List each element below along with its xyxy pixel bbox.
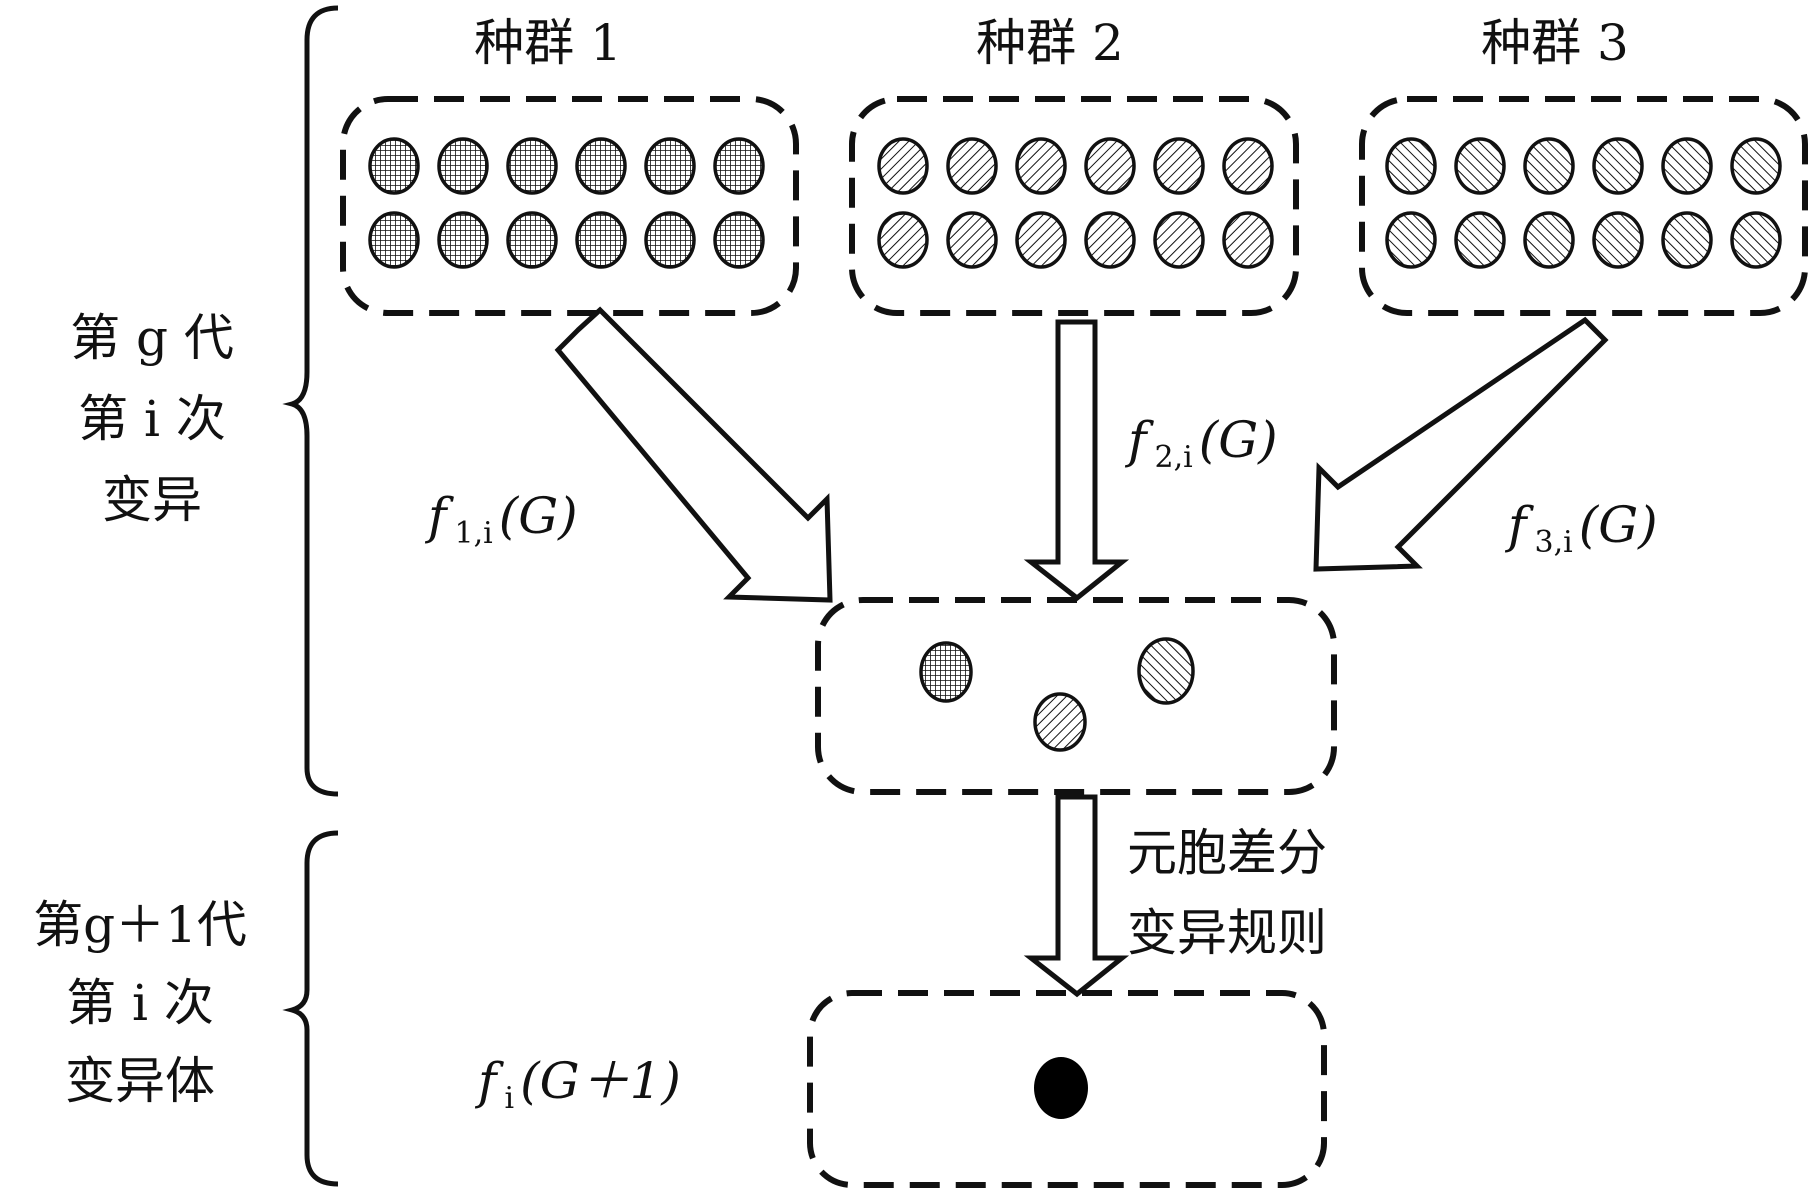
population-2-individual bbox=[1222, 211, 1274, 269]
gen-g1-line-2: 第 i 次 bbox=[66, 974, 214, 1032]
population-1-box bbox=[340, 96, 799, 316]
population-2-individual bbox=[1153, 137, 1205, 195]
population-2-individual bbox=[1015, 211, 1067, 269]
population-3-individual bbox=[1523, 211, 1575, 269]
population-1-individual bbox=[644, 211, 696, 269]
gen-g1-line-1: 第g＋1代 bbox=[33, 896, 247, 954]
result-label-sub: i bbox=[505, 1081, 515, 1116]
population-1-individual bbox=[713, 211, 765, 269]
population-1-individual bbox=[575, 137, 627, 195]
population-3-individual bbox=[1730, 137, 1782, 195]
population-1-individual bbox=[368, 211, 420, 269]
rule-label-line-1: 元胞差分 bbox=[1127, 824, 1327, 882]
population-3-individual bbox=[1385, 137, 1437, 195]
population-3-individual bbox=[1454, 137, 1506, 195]
population-2-individuals bbox=[877, 137, 1274, 269]
result-box bbox=[807, 990, 1327, 1188]
population-2-individual bbox=[1153, 211, 1205, 269]
selected-individuals-box bbox=[815, 597, 1337, 795]
population-1-individual bbox=[713, 137, 765, 195]
population-3-individual bbox=[1592, 211, 1644, 269]
gen-g-line-2: 第 i 次 bbox=[78, 390, 226, 448]
population-2-box bbox=[849, 96, 1299, 316]
population-3-individuals bbox=[1385, 137, 1782, 269]
arrow-population-3 bbox=[1313, 316, 1609, 572]
population-3-individual bbox=[1454, 211, 1506, 269]
population-3-individual bbox=[1730, 211, 1782, 269]
mutant-individual bbox=[1034, 1057, 1088, 1119]
arrow-population-1 bbox=[554, 306, 833, 603]
gen-g1-line-3: 变异体 bbox=[65, 1052, 215, 1110]
result-label-f: f bbox=[474, 1052, 504, 1110]
label-f3i-sub: 3,i bbox=[1535, 525, 1573, 560]
population-2-individual bbox=[1015, 137, 1067, 195]
population-2-title: 种群 2 bbox=[976, 14, 1124, 72]
population-3-title: 种群 3 bbox=[1481, 14, 1629, 72]
selected-individual-pop1 bbox=[919, 641, 973, 703]
population-1-individual bbox=[644, 137, 696, 195]
population-1-individual bbox=[506, 137, 558, 195]
gen-g-line-1: 第 g 代 bbox=[70, 309, 234, 367]
population-2-individual bbox=[946, 137, 998, 195]
arrow-population-2 bbox=[1023, 319, 1130, 602]
gen-g-line-3: 变异 bbox=[102, 471, 202, 529]
population-3-individual bbox=[1523, 137, 1575, 195]
population-3-individual bbox=[1661, 211, 1713, 269]
population-2-individual bbox=[1084, 137, 1136, 195]
population-1-individual bbox=[506, 211, 558, 269]
label-f2i-f: f bbox=[1124, 411, 1154, 469]
population-1-individual bbox=[575, 211, 627, 269]
selected-individual-pop3 bbox=[1137, 637, 1195, 705]
label-f1i-sub: 1,i bbox=[455, 516, 493, 551]
population-1-individuals bbox=[368, 137, 765, 269]
label-f2i-arg: (G) bbox=[1199, 411, 1278, 469]
population-1-individual bbox=[437, 211, 489, 269]
population-2-individual bbox=[877, 211, 929, 269]
population-1-title: 种群 1 bbox=[474, 14, 622, 72]
label-f1i-arg: (G) bbox=[499, 487, 578, 545]
population-1-individual bbox=[437, 137, 489, 195]
population-3-individual bbox=[1592, 137, 1644, 195]
brace-generation-g bbox=[282, 5, 339, 797]
population-3-individual bbox=[1385, 211, 1437, 269]
population-2-individual bbox=[946, 211, 998, 269]
population-1-individual bbox=[368, 137, 420, 195]
label-f1i-f: f bbox=[424, 487, 454, 545]
arrow-mutation-rule bbox=[1023, 794, 1130, 998]
label-f3i-f: f bbox=[1504, 496, 1534, 554]
rule-label-line-2: 变异规则 bbox=[1127, 904, 1327, 962]
result-label-arg: (G＋1) bbox=[520, 1052, 681, 1110]
population-2-individual bbox=[877, 137, 929, 195]
brace-generation-g1 bbox=[282, 830, 339, 1187]
population-2-individual bbox=[1084, 211, 1136, 269]
population-3-individual bbox=[1661, 137, 1713, 195]
label-f2i-sub: 2,i bbox=[1155, 440, 1193, 475]
population-2-individual bbox=[1222, 137, 1274, 195]
selected-individual-pop2 bbox=[1033, 692, 1087, 752]
population-3-box bbox=[1359, 96, 1808, 316]
label-f3i-arg: (G) bbox=[1579, 496, 1658, 554]
